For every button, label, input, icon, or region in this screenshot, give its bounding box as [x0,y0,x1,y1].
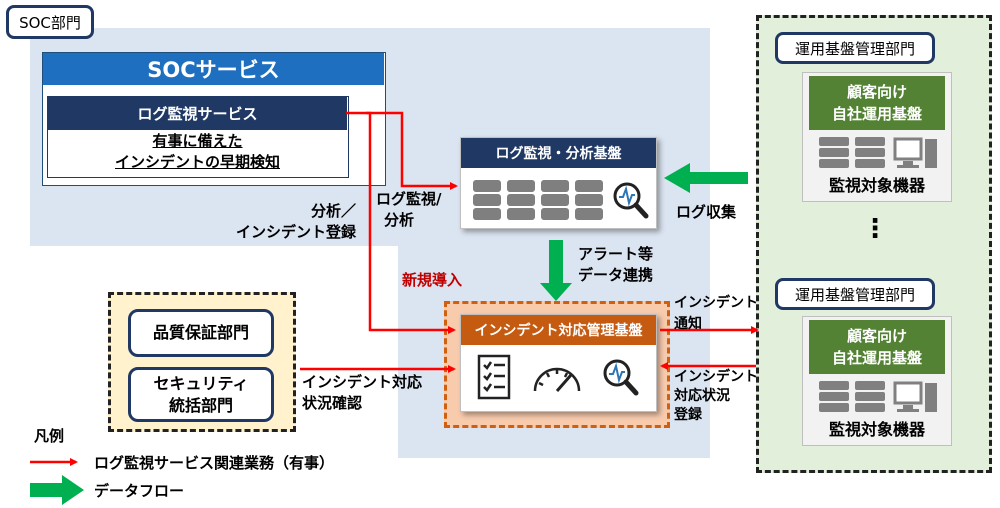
log-platform-icons [473,180,649,220]
green-arrow-alert-link [540,240,572,301]
legend-green-label: データフロー [94,482,185,500]
status-register-label: インシデント 対応状況 登録 [674,368,758,425]
notify-line1: インシデント [674,295,758,311]
ops-head-line1: 顧客向け [846,327,907,345]
server-icon [819,381,849,412]
quality-assurance-dept: 品質保証部門 [128,309,274,357]
green-arrow-log-collect [664,163,748,193]
legend-red-label: ログ監視サービス関連業務（有事） [94,454,335,472]
early-detection-line2: インシデントの早期検知 [114,153,280,171]
ops-platform-head: 顧客向け 自社運用基盤 [809,76,945,130]
ops-head-line2: 自社運用基盤 [831,105,922,123]
log-platform-title: ログ監視・分析基盤 [461,138,656,168]
red-arrow-log-monitor [346,111,458,190]
ops-icons [819,381,937,412]
log-collect-label: ログ収集 [676,203,737,221]
security-dept: セキュリティ 統括部門 [128,367,274,422]
status-reg-line3: 登録 [674,407,702,423]
ops-head-line1: 顧客向け [846,83,907,101]
server-icon [855,381,885,412]
incident-notify-label: インシデント 通知 [674,293,758,335]
alert-link-label: アラート等 データ連携 [578,244,653,286]
alert-line2: データ連携 [578,266,654,284]
ops-icons [819,137,937,168]
status-check-line2: 状況確認 [302,394,363,412]
ops-platform-box: 顧客向け 自社運用基盤 監視対象機器 [802,72,952,202]
monitor-icon [893,381,937,412]
log-monitor-label: ログ監視/ 分析 [376,189,441,231]
server-icon [819,137,849,168]
ellipsis-icon: ⋮ [862,214,888,244]
server-icon [855,137,885,168]
database-icon [541,180,569,220]
magnifier-chart-icon [613,182,649,219]
log-platform-box: ログ監視・分析基盤 [460,137,657,229]
incident-platform-icons [477,354,639,400]
analysis-line1: 分析／ [310,202,356,220]
security-dept-line2: 統括部門 [168,395,233,415]
ops-platform-head: 顧客向け 自社運用基盤 [809,320,945,374]
ops-head-line2: 自社運用基盤 [831,349,922,367]
notify-line2: 通知 [674,316,702,332]
monitored-equipment-label: 監視対象機器 [828,176,925,195]
log-service-title: ログ監視サービス [48,97,347,130]
status-reg-line2: 対応状況 [674,388,730,404]
legend-title: 凡例 [34,427,65,445]
magnifier-chart-icon [603,359,639,396]
ops-dept-label: 運用基盤管理部門 [775,278,935,310]
soc-service-title: SOCサービス [43,53,384,85]
log-monitor-line1: ログ監視/ [376,190,442,208]
database-icon [473,180,501,220]
status-check-label: インシデント対応 状況確認 [302,372,422,414]
incident-platform-box: インシデント対応管理基盤 [460,314,657,412]
status-check-line1: インシデント対応 [302,373,423,391]
ops-platform-box: 顧客向け 自社運用基盤 監視対象機器 [802,316,952,446]
ops-dept-label: 運用基盤管理部門 [775,32,935,64]
status-reg-line1: インシデント [674,369,758,385]
gauge-icon [533,367,581,392]
log-service-box: ログ監視サービス 有事に備えた インシデントの早期検知 [47,96,349,178]
log-monitor-line2: 分析 [384,211,415,229]
early-detection-line1: 有事に備えた [152,132,243,150]
red-arrow-analysis-register [366,111,456,334]
new-introduction-label: 新規導入 [402,271,463,289]
incident-platform-title: インシデント対応管理基盤 [461,315,656,345]
analysis-line2: インシデント登録 [235,223,356,241]
legend-green-arrow [30,475,84,505]
database-icon [507,180,535,220]
monitor-icon [893,137,937,168]
soc-service-box: SOCサービス ログ監視サービス 有事に備えた インシデントの早期検知 [42,52,386,186]
analysis-register-label: 分析／ インシデント登録 [222,201,356,243]
monitored-equipment-label: 監視対象機器 [828,420,925,439]
security-dept-line1: セキュリティ [153,373,249,393]
checklist-icon [477,354,511,400]
database-icon [575,180,603,220]
alert-line1: アラート等 [578,245,654,263]
soc-dept-label: SOC部門 [6,5,94,39]
